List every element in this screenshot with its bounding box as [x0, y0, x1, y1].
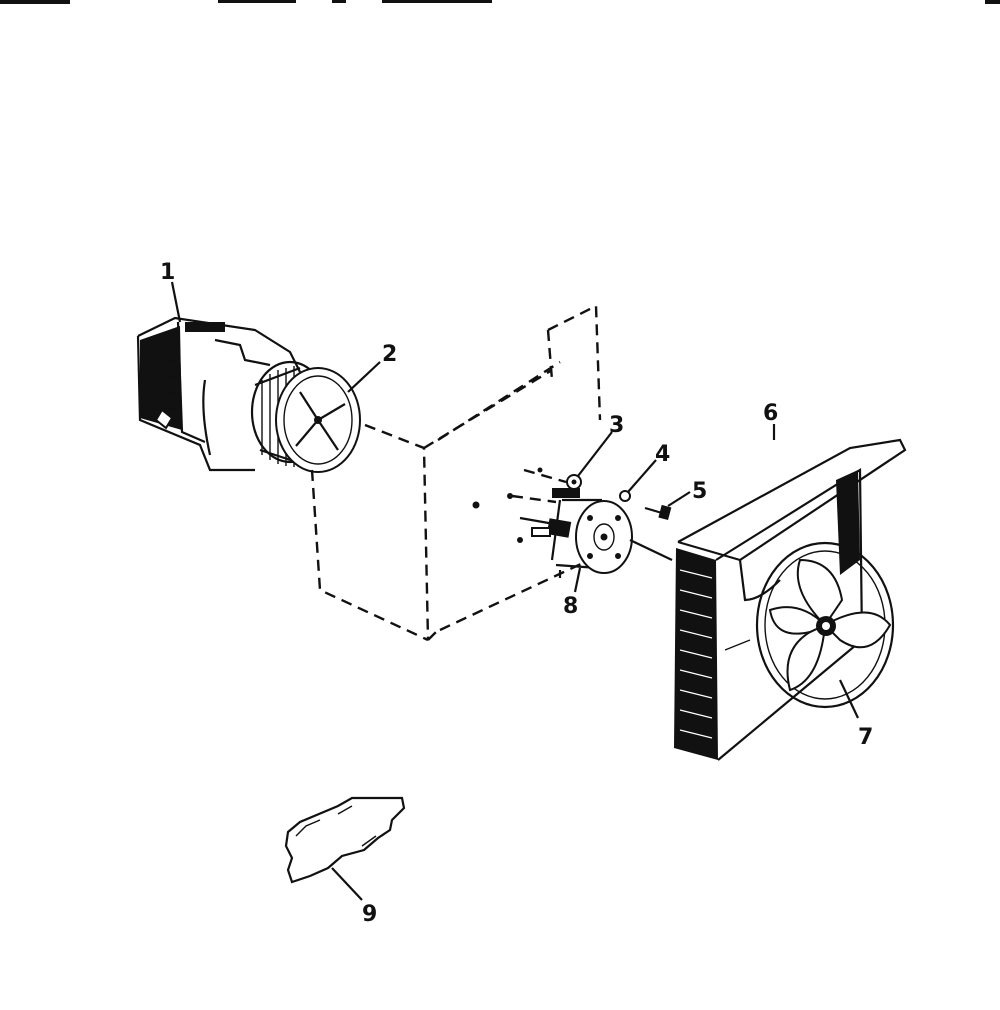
loose-screws: [472, 467, 567, 543]
callout-5: 5: [692, 479, 707, 504]
blower-wheel: [250, 360, 361, 473]
blower-housing: [136, 316, 301, 472]
header-fragments: [0, 0, 1000, 4]
nut-part-3: [566, 474, 582, 490]
fan-motor: [519, 488, 673, 578]
condenser-fan: [755, 541, 895, 709]
callout-1: 1: [160, 260, 175, 285]
callout-labels: 1 2 3 4 5 6 7 8 9: [160, 260, 873, 927]
callout-8: 8: [563, 594, 578, 619]
callout-9: 9: [362, 902, 377, 927]
washer-part-4: [619, 490, 631, 502]
callout-7: 7: [858, 725, 873, 750]
phantom-housing-outline: [310, 304, 602, 642]
gasket-part-9: [284, 796, 406, 884]
callout-3: 3: [609, 413, 624, 438]
callout-4: 4: [655, 442, 670, 467]
bolt-part-5: [644, 504, 672, 521]
leader-lines: [170, 281, 859, 901]
callout-6: 6: [763, 401, 778, 426]
condenser-shroud: [674, 438, 907, 761]
callout-2: 2: [382, 342, 397, 367]
